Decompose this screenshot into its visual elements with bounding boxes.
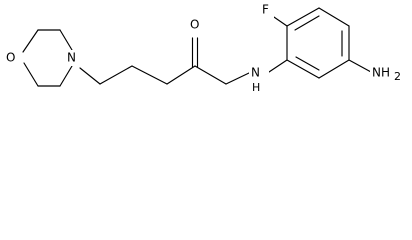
butanamide-chain xyxy=(79,65,250,85)
molecule-diagram: O N O N H F NH 2 xyxy=(5,2,401,95)
bond xyxy=(59,65,73,87)
carbonyl-double-bond xyxy=(191,37,199,68)
amine-label: NH xyxy=(372,66,390,80)
bond xyxy=(318,59,350,79)
structure-canvas: O N O N H F NH 2 xyxy=(0,0,412,107)
fluorine-label-bg xyxy=(260,2,274,18)
nitrogen-label-bg xyxy=(65,50,81,66)
oxygen-label-bg xyxy=(5,50,21,66)
bond xyxy=(23,62,39,87)
amide-nitrogen-label: N xyxy=(251,66,260,80)
aromatic-ring xyxy=(265,7,350,79)
bond xyxy=(22,29,39,53)
bond xyxy=(286,59,320,79)
bond xyxy=(348,59,372,73)
atom-labels: O N O N H F NH 2 xyxy=(5,2,401,95)
amide-hydrogen-label: H xyxy=(252,81,260,94)
bond xyxy=(166,65,196,85)
ring-oxygen-label: O xyxy=(6,51,15,65)
fluorine-label: F xyxy=(262,3,269,17)
carbonyl-oxygen-label: O xyxy=(190,18,199,32)
bond xyxy=(294,15,320,31)
carbonyl-oxygen-label-bg xyxy=(188,18,204,34)
bond xyxy=(99,65,133,85)
bond xyxy=(295,56,320,71)
bond xyxy=(225,72,250,85)
bond xyxy=(194,65,227,85)
amide-label-bg xyxy=(249,65,269,95)
morpholine-ring xyxy=(22,29,73,87)
bond xyxy=(318,7,350,27)
bond xyxy=(79,67,101,85)
bond xyxy=(131,65,168,85)
bond xyxy=(59,29,73,51)
amine-label-bg xyxy=(370,64,401,82)
amine-subscript-label: 2 xyxy=(394,70,401,83)
ring-nitrogen-label: N xyxy=(67,51,76,65)
bond xyxy=(265,59,288,75)
bond xyxy=(286,7,320,27)
